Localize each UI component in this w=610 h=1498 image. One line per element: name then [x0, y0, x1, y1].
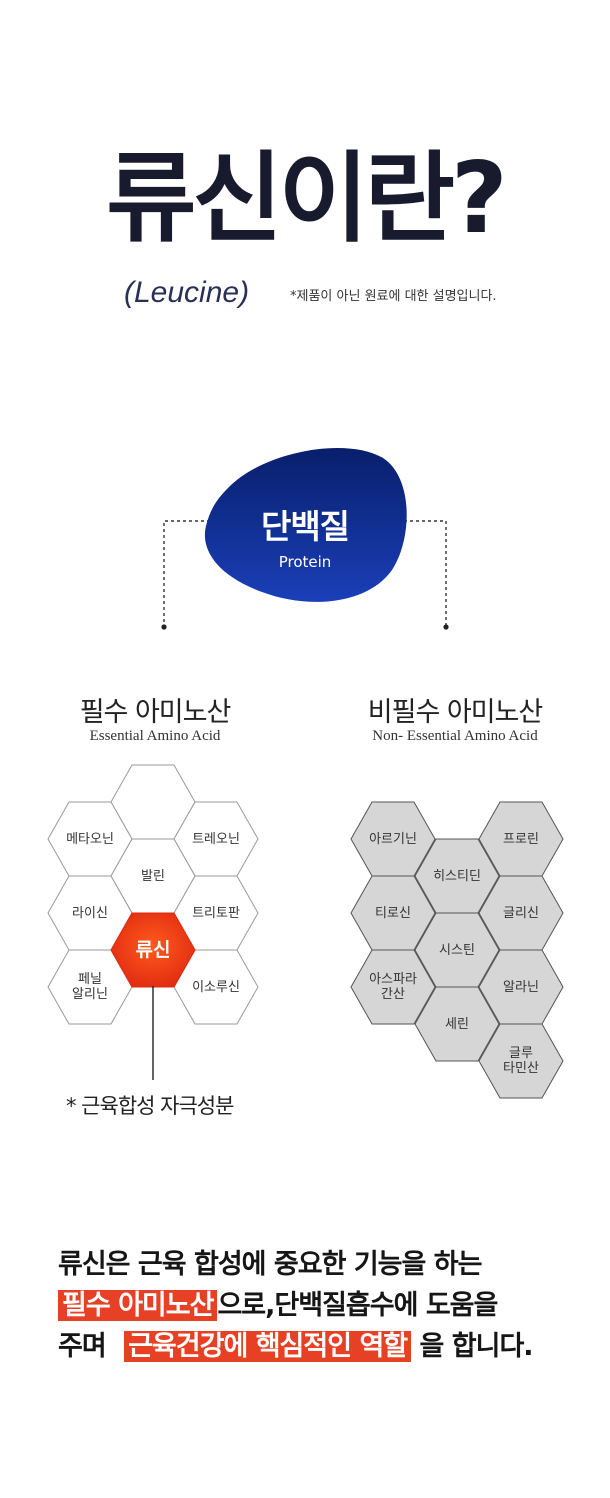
summary-line-3-post: 을 합니다.	[419, 1331, 534, 1362]
protein-label: 단백질	[260, 507, 350, 546]
hex-label: 글리신	[503, 905, 539, 921]
disclaimer-note: *제품이 아닌 원료에 대한 설명입니다.	[290, 289, 497, 304]
essential-title: 필수 아미노산	[79, 697, 232, 728]
summary-line-3-pre: 주며	[58, 1331, 107, 1362]
hex-cell	[478, 1023, 564, 1099]
hex-label: 발린	[141, 868, 165, 884]
highlight-essential-amino: 필수 아미노산	[58, 1290, 218, 1321]
hex-label: 트레오닌	[192, 831, 240, 847]
connector-right-dot	[443, 624, 449, 630]
hex-label: 글루 타민산	[503, 1046, 539, 1076]
hex-label: 아르기닌	[369, 831, 417, 847]
summary-line-2-rest: 으로,단백질흡수에 도움을	[217, 1290, 498, 1321]
page-title: 류신이란?	[106, 142, 508, 256]
nonessential-title: 비필수 아미노산	[367, 697, 543, 728]
highlight-muscle-role: 근육건강에 핵심적인 역할	[124, 1331, 412, 1362]
nonessential-subtitle: Non- Essential Amino Acid	[372, 728, 538, 744]
hex-label: 알라닌	[503, 979, 539, 995]
hex-label: 세린	[445, 1016, 469, 1032]
hex-label: 아스파라 간산	[369, 972, 417, 1002]
page-subtitle: (Leucine)	[124, 276, 250, 309]
hex-cell	[350, 949, 436, 1025]
hex-label: 이소루신	[192, 979, 240, 995]
summary-line-3: 주며 근육건강에 핵심적인 역할 을 합니다.	[58, 1327, 534, 1367]
essential-subtitle: Essential Amino Acid	[89, 728, 221, 744]
amino-acid-hex-grid	[47, 764, 564, 1099]
protein-diagram	[161, 447, 449, 630]
summary-line-1: 류신은 근육 합성에 중요한 기능을 하는	[58, 1249, 482, 1280]
connector-left-dot	[161, 624, 167, 630]
hex-cell	[414, 986, 500, 1062]
hex-label: 프로린	[503, 831, 539, 847]
hex-label: 메타오닌	[66, 831, 114, 847]
hex-label: 티로신	[375, 905, 411, 921]
protein-blob	[204, 447, 407, 602]
connector-left	[163, 520, 210, 626]
leucine-annotation: * 근육합성 자극성분	[66, 1094, 234, 1118]
hex-label: 페닐 알리닌	[72, 972, 108, 1002]
hex-label: 시스틴	[439, 942, 475, 958]
hex-label: 라이신	[72, 905, 108, 921]
hex-label: 히스티딘	[433, 868, 481, 884]
hex-cell-highlight	[110, 912, 196, 988]
connector-right	[398, 520, 447, 626]
hex-label: 트리토판	[192, 905, 240, 921]
hex-label: 류신	[135, 939, 171, 961]
protein-label-en: Protein	[278, 553, 332, 571]
